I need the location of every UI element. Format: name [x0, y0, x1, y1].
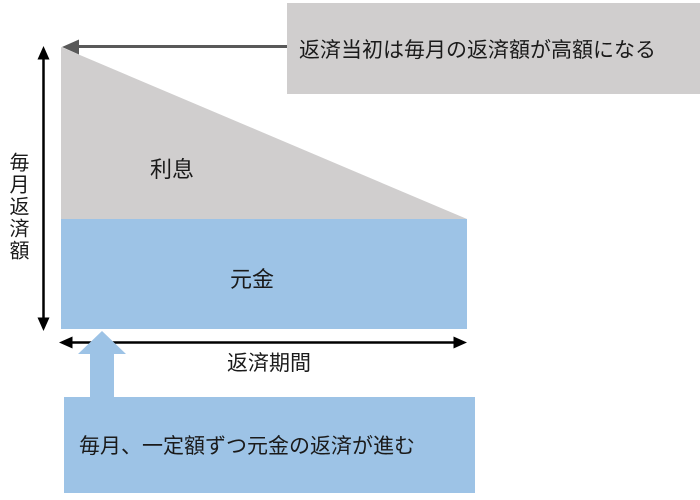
x-axis-label: 返済期間 [227, 352, 311, 375]
bottom-callout-box: 毎月、一定額ずつ元金の返済が進む [64, 397, 475, 493]
bottom-callout-text: 毎月、一定額ずつ元金の返済が進む [79, 435, 415, 458]
top-callout-box: 返済当初は毎月の返済額が高額になる [287, 3, 700, 94]
interest-area-triangle [61, 47, 467, 219]
callout-leader-arrow-icon [62, 39, 287, 55]
x-axis-double-arrow-icon [59, 336, 467, 349]
principal-area-label: 元金 [229, 267, 274, 292]
y-axis-double-arrow-icon [37, 46, 50, 331]
principal-area-rect [61, 219, 467, 329]
y-axis-label: 毎月返済額 [6, 152, 28, 262]
interest-area-label: 利息 [149, 157, 194, 182]
top-callout-text: 返済当初は毎月の返済額が高額になる [299, 38, 656, 62]
up-block-arrow-icon [78, 331, 126, 398]
